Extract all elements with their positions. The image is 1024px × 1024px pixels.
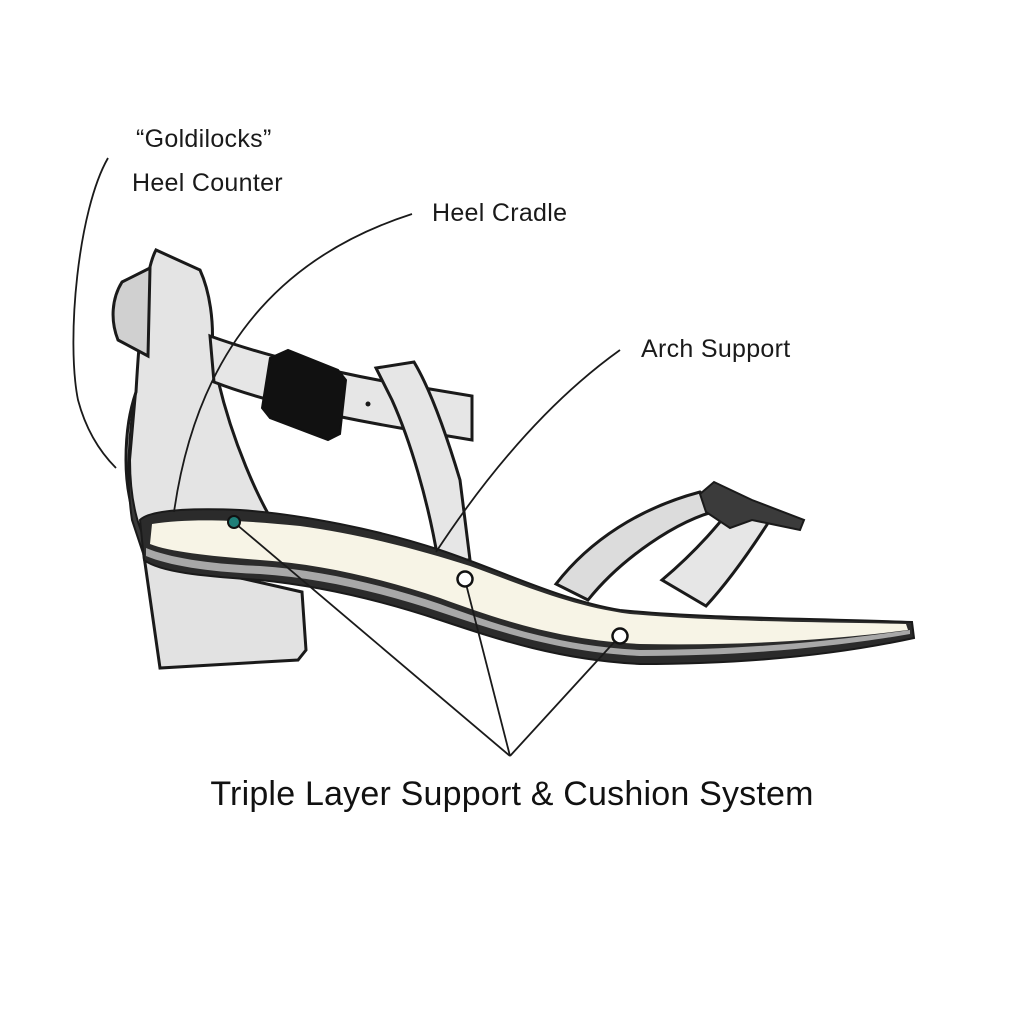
toe-bow xyxy=(698,480,806,532)
midsole-band xyxy=(146,548,910,656)
heel-counter-label-line2: Heel Counter xyxy=(132,169,283,197)
cushion-dot xyxy=(611,627,629,645)
arch-support-label: Arch Support xyxy=(641,335,791,363)
leader-heel-counter xyxy=(72,157,117,469)
t-strap xyxy=(373,360,472,562)
heel-cradle-dot xyxy=(227,515,241,529)
leader-system-2 xyxy=(464,579,511,757)
zip-tab xyxy=(111,265,152,359)
buckle xyxy=(260,348,348,442)
leader-system-3 xyxy=(509,637,619,757)
heel-cradle-label: Heel Cradle xyxy=(432,199,568,227)
heel-block xyxy=(142,554,308,670)
heel-counter-label-line1: “Goldilocks” xyxy=(136,125,272,153)
cushion-layer xyxy=(150,520,908,645)
cushion-system-label: Triple Layer Support & Cushion System xyxy=(210,775,814,813)
leader-heel-cradle xyxy=(173,213,413,513)
strap-hole xyxy=(365,401,371,407)
leader-arch-support xyxy=(435,349,621,553)
leader-lines xyxy=(72,157,621,757)
leader-system-1 xyxy=(235,523,511,757)
arch-support-dot xyxy=(456,570,474,588)
